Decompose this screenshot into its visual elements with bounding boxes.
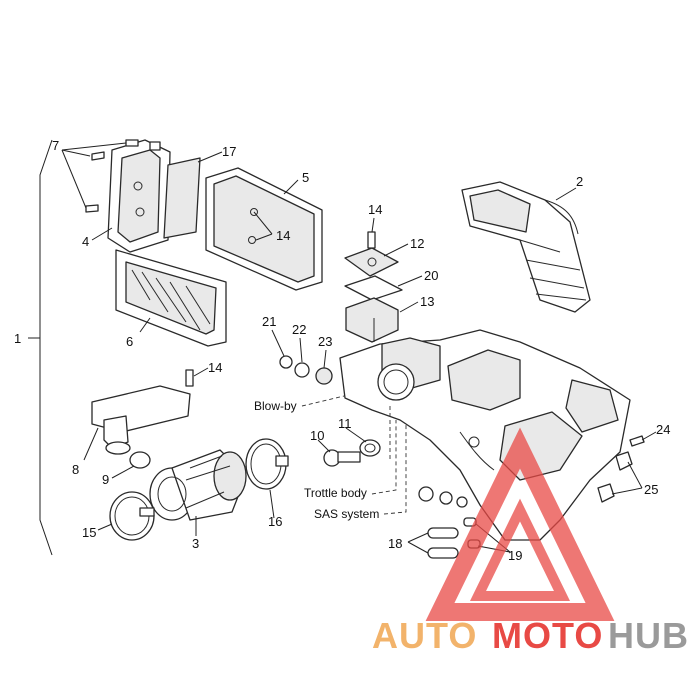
part-2-intake-duct [461,181,591,313]
callout-3: 3 [192,536,199,551]
watermark-text-auto: AUTO [372,615,477,656]
automotohub-watermark: AUTO MOTO HUB [372,427,689,656]
callout-11: 11 [338,416,352,431]
part-5-filter-housing [205,167,323,291]
callout-8: 8 [72,462,79,477]
part-21-22-23-fittings [279,355,333,385]
callout-13: 13 [420,294,434,309]
part-9-clip [129,451,151,469]
watermark-text-hub: HUB [608,615,689,656]
callout-labels: 1 2 3 4 5 6 7 8 9 10 11 12 13 14 14 14 1… [14,138,670,563]
watermark-triangle-outer [425,427,615,621]
part-7-screws [85,139,139,213]
callout-2: 2 [576,174,583,189]
watermark-triangle-inner [469,498,571,601]
sas-path [383,424,407,515]
part-25-grommets [597,451,633,503]
part-6-air-filter [115,249,227,347]
callout-7: 7 [52,138,59,153]
callout-24: 24 [656,422,670,437]
part-17-gasket [163,157,201,239]
callout-21: 21 [262,314,276,329]
note-sas-system: SAS system [314,507,379,521]
blowby-path [301,395,345,407]
part-4-filter-cover [107,139,171,253]
callout-23: 23 [318,334,332,349]
callout-15: 15 [82,525,96,540]
callout-18: 18 [388,536,402,551]
callout-22: 22 [292,322,306,337]
part-3-boot [149,449,247,521]
callout-17: 17 [222,144,236,159]
note-throttle-body: Trottle body [304,486,367,500]
part-14-screw-left [185,369,194,387]
part-15-clamp [109,491,155,541]
callout-10: 10 [310,428,324,443]
callout-14-housing: 14 [276,228,290,243]
leader-lines [61,142,657,554]
callout-1: 1 [14,331,21,346]
callout-6: 6 [126,334,133,349]
part-10-valve [323,449,361,467]
part-small-fitting-b [439,491,453,505]
callout-9: 9 [102,472,109,487]
part-24-screw [629,435,645,447]
part-8-breather [91,385,191,455]
part-13-block [345,297,399,343]
callout-14-breather: 14 [208,360,222,375]
part-14-screw-top [367,231,376,249]
callout-5: 5 [302,170,309,185]
callout-4: 4 [82,234,89,249]
callout-19: 19 [508,548,522,563]
part-16-clamp [245,438,289,490]
callout-16: 16 [268,514,282,529]
part-18-hoses [427,527,459,559]
part-20-gasket [344,275,403,301]
assembly-bracket [39,139,53,556]
callout-12: 12 [410,236,424,251]
part-small-fitting-c [456,496,468,508]
part-12-cover [344,247,399,277]
airbox-main-body [339,329,631,541]
callout-25: 25 [644,482,658,497]
part-small-fitting-a [418,486,434,502]
note-blowby: Blow-by [254,399,297,413]
callout-14-top: 14 [368,202,382,217]
callout-20: 20 [424,268,438,283]
part-11-fitting [359,439,381,457]
throttle-path [371,420,397,495]
watermark-text-moto: MOTO [492,615,603,656]
